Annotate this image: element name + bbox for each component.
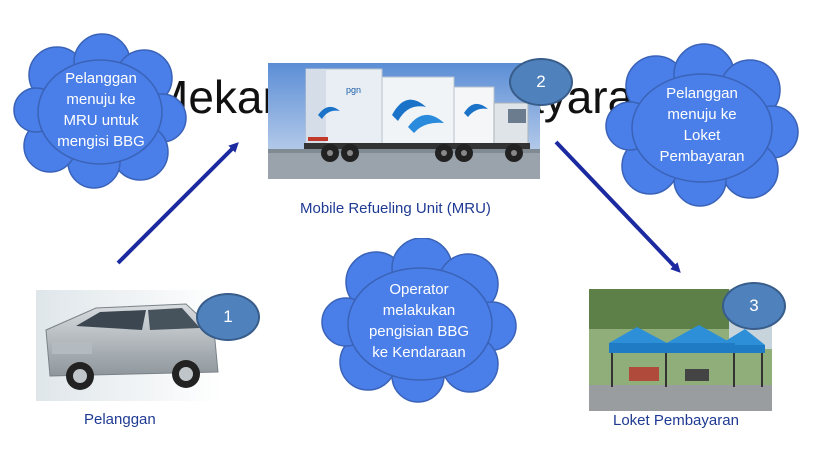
cloud-shape (321, 238, 517, 403)
cloud-go-to-mru: Pelanggan menuju ke MRU untuk mengisi BB… (12, 30, 190, 190)
step-2-badge: 2 (509, 58, 573, 106)
arrow-customer-to-mru (116, 142, 239, 265)
cloud-shape (605, 43, 799, 207)
cloud-text-line: menuju ke (66, 91, 136, 108)
caption-pelanggan: Pelanggan (84, 411, 156, 428)
customer-car-image (36, 290, 222, 401)
cloud-operator-refuel: Operator melakukan pengisian BBG ke Kend… (320, 238, 518, 404)
caption-mru: Mobile Refueling Unit (MRU) (300, 200, 491, 217)
arrow-mru-to-loket (554, 140, 681, 273)
cloud-text-line: Pembayaran (659, 148, 745, 165)
cloud-text-line: mengisi BBG (57, 133, 145, 150)
cloud-text-line: ke Kendaraan (372, 344, 466, 361)
cloud-text-line: menuju ke (667, 106, 737, 123)
cloud-text-line: Pelanggan (666, 85, 738, 102)
caption-loket: Loket Pembayaran (613, 412, 739, 429)
cloud-shape (13, 33, 187, 189)
svg-text:pgn: pgn (346, 85, 361, 95)
cloud-text-line: Operator (389, 281, 449, 298)
cloud-go-to-loket: Pelanggan menuju ke Loket Pembayaran (604, 42, 800, 208)
cloud-text-line: Pelanggan (65, 70, 137, 87)
step-3-badge: 3 (722, 282, 786, 330)
cloud-text-line: MRU untuk (63, 112, 139, 129)
cloud-text-line: pengisian BBG (368, 323, 470, 340)
cloud-text-line: melakukan (382, 302, 456, 319)
cloud-text-line: Loket (683, 127, 721, 144)
step-1-badge: 1 (196, 293, 260, 341)
mru-truck-image: pgn (268, 63, 540, 179)
